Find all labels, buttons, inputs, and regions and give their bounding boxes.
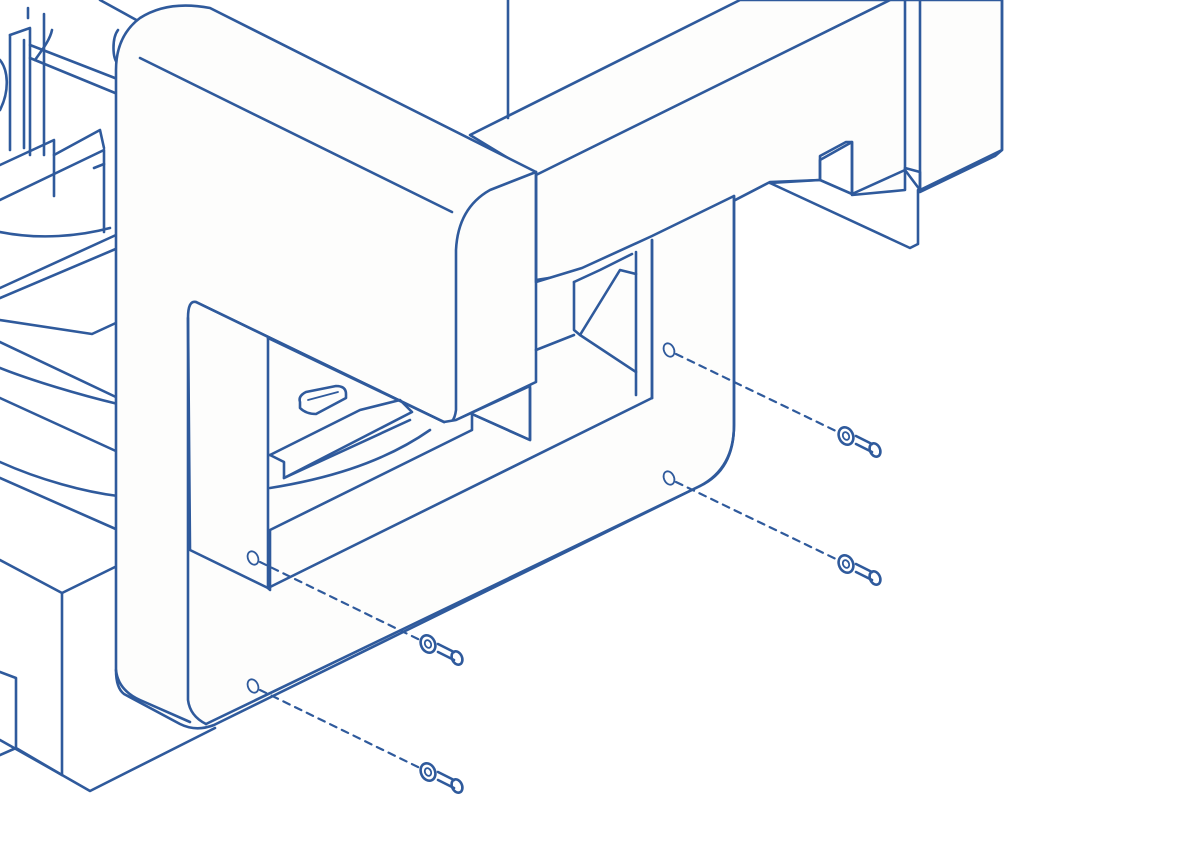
screw-icon (837, 426, 882, 458)
bracket-frame (114, 4, 736, 730)
screw-icon (419, 634, 464, 666)
alignment-line-lower-right (674, 480, 840, 562)
screw-icon (837, 554, 882, 586)
back-beam (468, 0, 1004, 282)
alignment-line-upper-left (258, 560, 422, 642)
machine-lower-block (0, 558, 217, 793)
machine-top-shaft (0, 0, 142, 198)
alignment-line-upper-right (674, 352, 840, 434)
mounting-hole-lower-left (246, 678, 260, 694)
mounting-hole-lower-right (662, 470, 676, 486)
machine-turntable-disc (0, 148, 120, 532)
mounting-holes (246, 342, 676, 694)
mounting-hole-upper-right (662, 342, 676, 358)
screws (419, 426, 882, 794)
alignment-lines (258, 352, 840, 770)
screw-icon (419, 762, 464, 794)
background-machine (0, 0, 217, 793)
mounting-hole-upper-left (246, 550, 260, 566)
alignment-line-lower-left (258, 688, 422, 770)
